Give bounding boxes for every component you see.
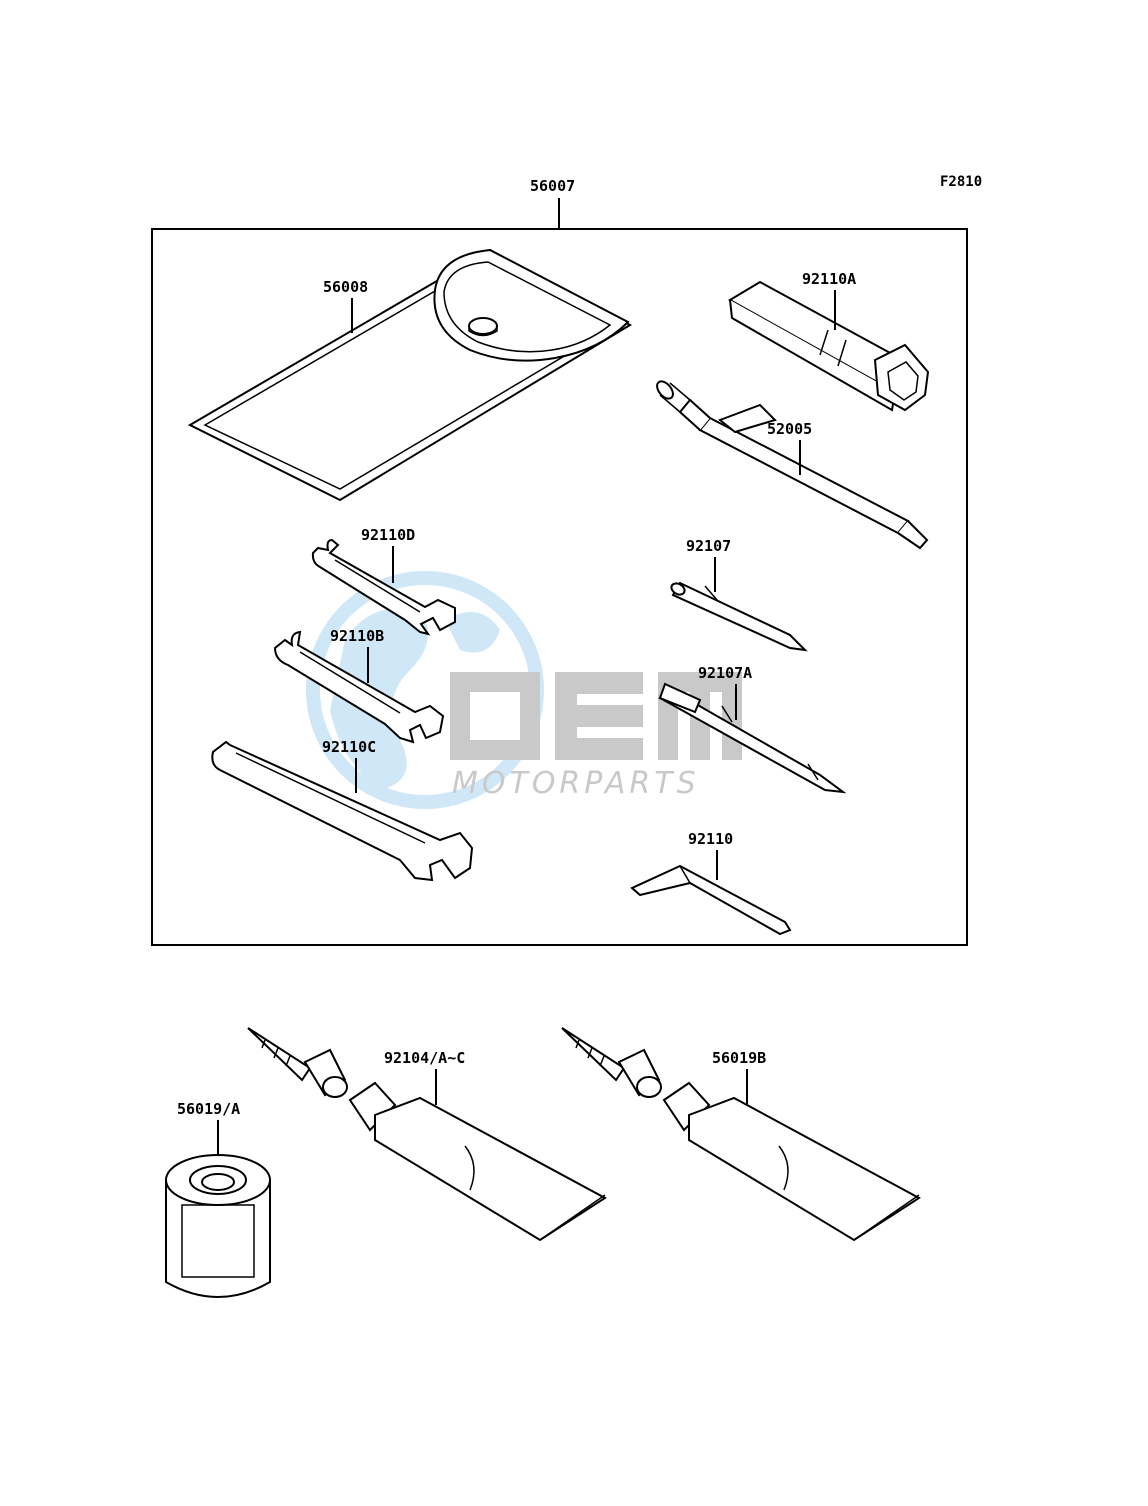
watermark-logo: MOTORPARTS	[306, 571, 742, 809]
label-92107: 92107	[686, 537, 731, 555]
grease-tube-92104	[247, 1027, 607, 1242]
plug-wrench-92110A	[728, 280, 930, 412]
label-56019B: 56019B	[712, 1049, 766, 1067]
label-92107A: 92107A	[698, 664, 752, 682]
watermark-tagline: MOTORPARTS	[452, 766, 700, 801]
label-92104: 92104/A~C	[384, 1049, 465, 1067]
pouch-56008	[187, 248, 633, 502]
oil-filter-56019A	[165, 1154, 271, 1298]
handle-52005	[656, 380, 929, 550]
label-92110B: 92110B	[330, 627, 384, 645]
label-92110C: 92110C	[322, 738, 376, 756]
label-56008: 56008	[323, 278, 368, 296]
label-92110D: 92110D	[361, 526, 415, 544]
wrench-92110D	[311, 538, 456, 636]
wrench-92110B	[273, 630, 445, 744]
grease-tube-56019B	[561, 1027, 921, 1242]
kit-box	[151, 228, 968, 946]
screwdriver-92107A	[658, 682, 847, 794]
label-56019A: 56019/A	[177, 1100, 240, 1118]
label-92110: 92110	[688, 830, 733, 848]
wrench-92110C	[211, 740, 474, 882]
screwdriver-92107	[670, 581, 808, 652]
label-92110A: 92110A	[802, 270, 856, 288]
hex-key-92110	[630, 864, 792, 936]
label-kit: 56007	[530, 177, 575, 195]
label-52005: 52005	[767, 420, 812, 438]
figure-code: F2810	[940, 174, 982, 190]
